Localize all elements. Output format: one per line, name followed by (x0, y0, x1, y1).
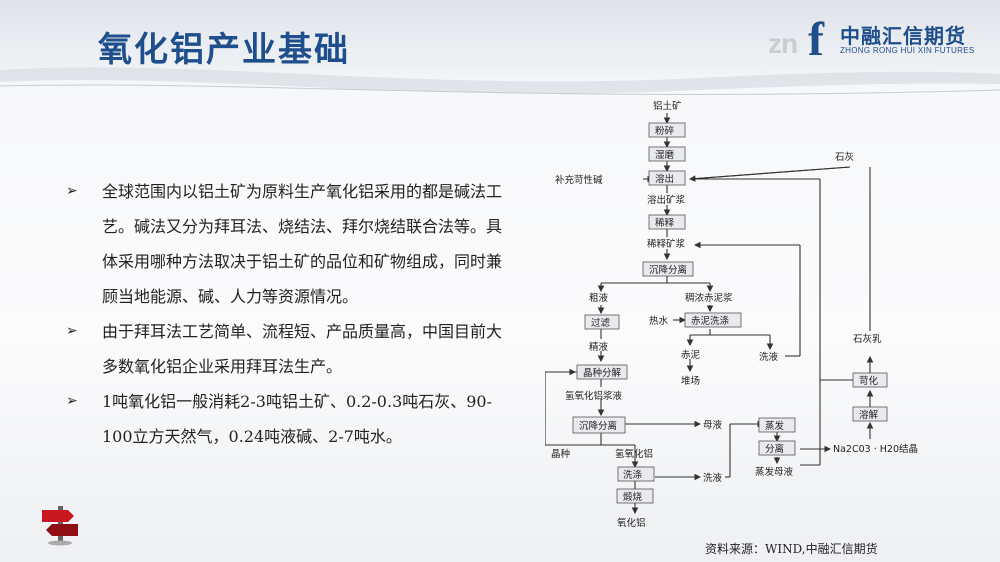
bullet-list: ➢ 全球范围内以铝土矿为原料生产氧化铝采用的都是碱法工艺。碱法又分为拜耳法、烧结… (66, 174, 506, 454)
bullet-text: 由于拜耳法工艺简单、流程短、产品质量高，中国目前大多数氧化铝企业采用拜耳法生产。 (102, 322, 503, 376)
node-wash-liquor-2: 洗液 (703, 472, 723, 484)
node-evaporate: 蒸发 (765, 420, 785, 432)
company-logo: zn f 中融汇信期货 ZHONG RONG HUI XIN FUTURES (768, 13, 988, 66)
bullet-item: ➢ 1吨氧化铝一般消耗2-3吨铝土矿、0.2-0.3吨石灰、90-100立方天然… (66, 384, 506, 454)
node-separate: 分离 (765, 443, 784, 455)
node-lime-milk: 石灰乳 (853, 333, 882, 345)
node-wet-grind: 湿磨 (655, 150, 675, 161)
node-digest: 溶出 (655, 173, 674, 185)
node-soda-crystal: Na2C03 · H20结晶 (833, 443, 918, 455)
bullet-arrow-icon: ➢ (66, 323, 78, 339)
logo-name-cn: 中融汇信期货 (840, 24, 966, 48)
node-dilute: 稀释 (655, 217, 675, 229)
node-bauxite: 铝土矿 (653, 100, 682, 112)
node-seed: 晶种 (551, 448, 570, 460)
bullet-arrow-icon: ➢ (66, 393, 78, 409)
page-title: 氧化铝产业基础 (98, 30, 350, 70)
alumina-process-flowchart: 铝土矿 粉碎 湿磨 溶出 溶出矿浆 稀释 稀释矿浆 沉降分离 粗液 过滤 精液 … (545, 100, 918, 529)
data-source: 资料来源：WIND,中融汇信期货 (705, 542, 878, 556)
node-yard: 堆场 (681, 376, 700, 387)
node-red-mud: 赤泥 (681, 349, 701, 361)
logo-name-en: ZHONG RONG HUI XIN FUTURES (840, 46, 975, 55)
bullet-item: ➢ 全球范围内以铝土矿为原料生产氧化铝采用的都是碱法工艺。碱法又分为拜耳法、烧结… (66, 174, 506, 314)
node-wash: 洗涤 (623, 469, 643, 481)
node-digest-slurry: 溶出矿浆 (647, 194, 686, 206)
node-hydroxide: 氢氧化铝 (615, 448, 653, 460)
node-caustic-make-up: 补充苛性碱 (555, 174, 603, 186)
node-dilute-slurry: 稀释矿浆 (647, 238, 686, 250)
node-mother-liquor: 母液 (703, 419, 723, 431)
node-seed-decomp: 晶种分解 (583, 367, 622, 379)
bullet-text: 全球范围内以铝土矿为原料生产氧化铝采用的都是碱法工艺。碱法又分为拜耳法、烧结法、… (102, 182, 503, 306)
bullet-item: ➢ 由于拜耳法工艺简单、流程短、产品质量高，中国目前大多数氧化铝企业采用拜耳法生… (66, 314, 506, 384)
node-evap-mother: 蒸发母液 (755, 466, 794, 478)
node-hot-water: 热水 (649, 315, 669, 327)
node-red-mud-slurry: 稠浓赤泥浆 (685, 292, 733, 304)
node-wash-liquor-1: 洗液 (759, 351, 779, 363)
node-dissolve: 溶解 (859, 409, 879, 421)
header-wave-decoration (0, 67, 1000, 95)
node-crude-liquor: 粗液 (589, 292, 609, 304)
logo-letter: f (808, 13, 824, 66)
node-alumina: 氧化铝 (617, 517, 646, 529)
node-crush: 粉碎 (655, 125, 675, 137)
signpost-icon (42, 506, 78, 546)
node-filter: 过滤 (591, 317, 611, 329)
node-settle: 沉降分离 (649, 264, 687, 276)
bullet-text: 1吨氧化铝一般消耗2-3吨铝土矿、0.2-0.3吨石灰、90-100立方天然气，… (102, 392, 493, 446)
node-settle2: 沉降分离 (579, 420, 617, 432)
node-calcine: 煅烧 (623, 491, 643, 503)
node-red-mud-wash: 赤泥洗涤 (691, 315, 730, 327)
node-lime: 石灰 (835, 151, 854, 163)
node-fine-liquor: 精液 (589, 341, 609, 353)
node-hydroxide-slurry: 氢氧化铝浆液 (565, 390, 623, 402)
logo-mark: zn (768, 28, 798, 59)
node-causticize: 苛化 (859, 375, 879, 387)
bullet-arrow-icon: ➢ (66, 183, 78, 199)
